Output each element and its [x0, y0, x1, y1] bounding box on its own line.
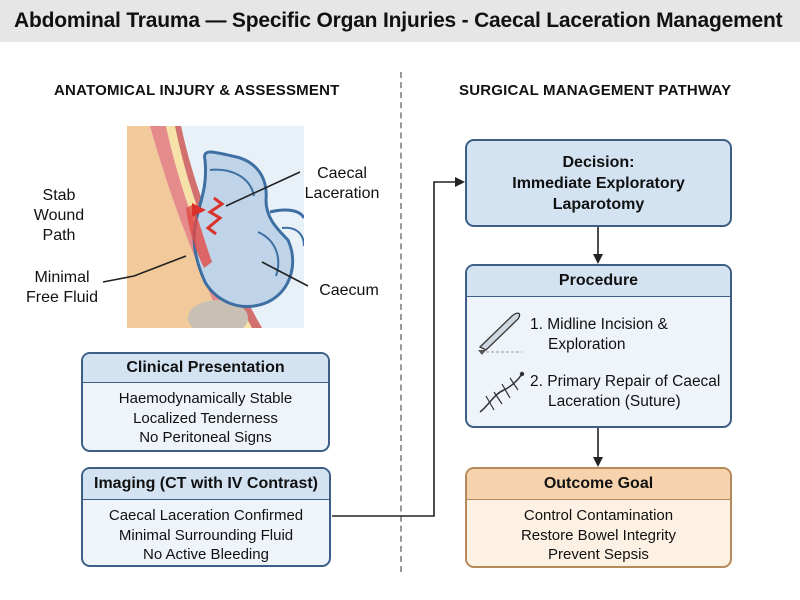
imaging-title: Imaging (CT with IV Contrast) [83, 469, 329, 500]
clinical-line: No Peritoneal Signs [139, 429, 272, 446]
clinical-presentation-body: Haemodynamically Stable Localized Tender… [83, 383, 328, 448]
outcome-goal-box: Outcome Goal Control Contamination Resto… [465, 467, 732, 568]
outcome-line: Prevent Sepsis [548, 546, 649, 563]
outcome-line: Restore Bowel Integrity [520, 526, 677, 544]
stab-wound-label: Stab Wound Path [33, 187, 85, 244]
clinical-line: Localized Tenderness [133, 409, 278, 427]
clinical-line: Haemodynamically Stable [118, 390, 293, 407]
imaging-line: Caecal Laceration Confirmed [108, 507, 304, 524]
procedure-step-2: 2. Primary Repair of Caecal Laceration (… [530, 373, 721, 410]
outcome-goal-title: Outcome Goal [467, 469, 730, 500]
outcome-line: Control Contamination [523, 507, 674, 524]
imaging-line: No Active Bleeding [143, 546, 269, 563]
decision-box: Decision: Immediate Exploratory Laparoto… [465, 139, 732, 227]
left-section-heading: ANATOMICAL INJURY & ASSESSMENT [54, 82, 340, 99]
caecal-laceration-label: Caecal Laceration [304, 165, 380, 202]
outcome-goal-body: Control Contamination Restore Bowel Inte… [467, 500, 730, 565]
decision-line: Decision: [562, 153, 635, 171]
caecum-label: Caecum [319, 282, 379, 299]
clinical-presentation-title: Clinical Presentation [83, 354, 328, 383]
procedure-title: Procedure [467, 266, 730, 297]
imaging-line: Minimal Surrounding Fluid [118, 526, 294, 544]
anatomy-illustration [127, 126, 304, 328]
page-title: Abdominal Trauma — Specific Organ Injuri… [14, 9, 783, 32]
decision-line: Laparotomy [552, 195, 645, 213]
imaging-box: Imaging (CT with IV Contrast) Caecal Lac… [81, 467, 331, 567]
clinical-presentation-box: Clinical Presentation Haemodynamically S… [81, 352, 330, 452]
procedure-step-1: 1. Midline Incision & Exploration [530, 316, 668, 353]
section-divider [400, 72, 402, 572]
title-bar: Abdominal Trauma — Specific Organ Injuri… [0, 0, 800, 42]
right-section-heading: SURGICAL MANAGEMENT PATHWAY [459, 82, 732, 99]
decision-line: Immediate Exploratory [512, 174, 685, 192]
imaging-to-decision-connector [332, 177, 465, 517]
free-fluid-label: Minimal Free Fluid [25, 269, 99, 306]
imaging-body: Caecal Laceration Confirmed Minimal Surr… [83, 500, 329, 565]
laceration-zigzag [205, 196, 225, 236]
